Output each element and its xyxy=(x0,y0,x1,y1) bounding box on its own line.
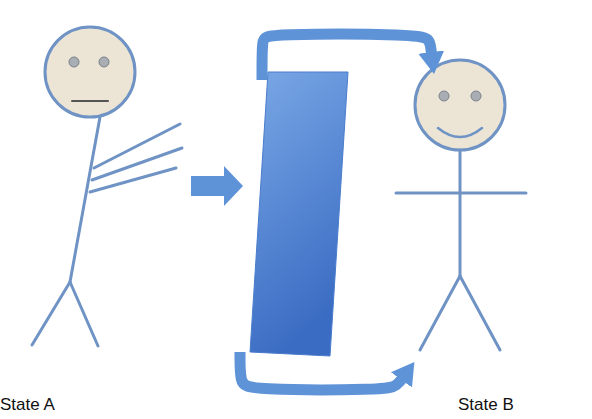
arms xyxy=(396,192,526,195)
state-label: State B xyxy=(458,395,514,415)
block-arrow xyxy=(191,166,243,206)
stick-figure-b xyxy=(396,60,526,350)
head xyxy=(45,27,135,117)
mouth xyxy=(72,100,108,102)
leg xyxy=(420,276,460,350)
stick-figure-node: State A xyxy=(0,25,262,415)
arm xyxy=(90,168,176,192)
leg xyxy=(460,276,500,350)
stick-figure-a xyxy=(32,27,182,346)
head xyxy=(415,60,505,150)
curved-arrow xyxy=(262,34,432,80)
stick-figure-node: State B xyxy=(405,58,540,415)
state-label: State A xyxy=(0,395,55,415)
arm xyxy=(94,124,180,168)
transition-slab xyxy=(250,72,348,356)
leg xyxy=(32,282,70,345)
eye xyxy=(471,91,481,101)
smile xyxy=(438,128,482,137)
body xyxy=(70,117,100,282)
leg xyxy=(70,282,98,346)
arm xyxy=(92,148,182,180)
eye xyxy=(99,57,109,67)
body xyxy=(459,150,462,276)
curved-arrow xyxy=(240,352,405,390)
eye xyxy=(69,57,79,67)
eye xyxy=(439,91,449,101)
